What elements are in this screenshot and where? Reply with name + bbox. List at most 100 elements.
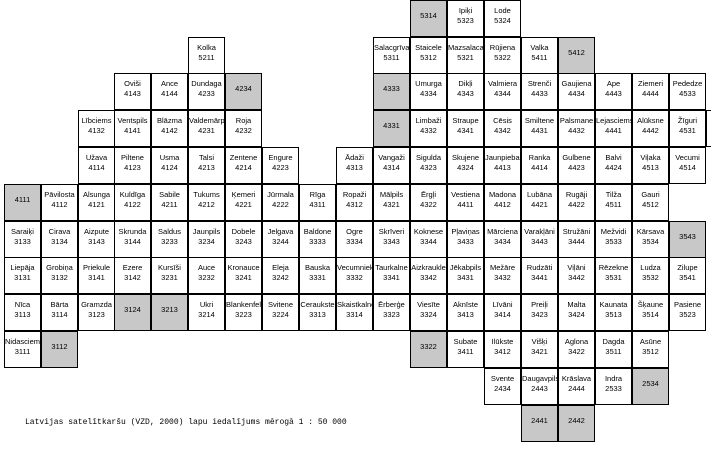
map-sheet-5412: 5412 <box>558 37 595 74</box>
sheet-name: Rugāji <box>565 190 588 199</box>
sheet-code: 4142 <box>161 126 178 135</box>
sheet-code: 3234 <box>198 237 215 246</box>
sheet-code: 3514 <box>642 310 659 319</box>
sheet-code: 3332 <box>346 273 363 282</box>
sheet-code: 4121 <box>88 200 105 209</box>
sheet-code: 4313 <box>346 163 363 172</box>
sheet-code: 3231 <box>161 273 178 282</box>
sheet-name: Ance <box>160 79 179 88</box>
sheet-name: Mežvidi <box>600 227 627 236</box>
sheet-code: 3131 <box>14 273 31 282</box>
sheet-name: Ērberģe <box>378 300 405 309</box>
sheet-name: Ipiķi <box>458 6 473 15</box>
sheet-code: 3341 <box>383 273 400 282</box>
sheet-code: 3534 <box>642 237 659 246</box>
sheet-code: 4123 <box>124 163 141 172</box>
sheet-name: Taurkalne <box>375 263 408 272</box>
map-sheet-2442: 2442 <box>558 405 595 442</box>
sheet-code: 4412 <box>494 200 511 209</box>
map-sheet-2534: 2534 <box>632 368 669 405</box>
sheet-code: 3443 <box>531 237 548 246</box>
sheet-name: Auce <box>197 263 216 272</box>
sheet-code: 5311 <box>383 53 400 62</box>
sheet-name: Kursīši <box>158 263 181 272</box>
sheet-code: 5411 <box>531 53 548 62</box>
sheet-code: 3114 <box>51 310 68 319</box>
sheet-code: 4533 <box>679 89 696 98</box>
sheet-code: 3314 <box>346 310 363 319</box>
sheet-name: Ropaži <box>342 190 367 199</box>
sheet-name: Aknīste <box>452 300 478 309</box>
sheet-code: 4213 <box>198 163 215 172</box>
sheet-name: Umurga <box>415 79 442 88</box>
sheet-name: Vecumnieki <box>337 263 373 272</box>
sheet-code: 3333 <box>309 237 326 246</box>
sheet-code: 3141 <box>88 273 105 282</box>
sheet-code: 3442 <box>568 273 585 282</box>
sheet-code: 3343 <box>383 237 400 246</box>
sheet-name: Cirava <box>48 227 71 236</box>
sheet-code: 3113 <box>14 310 31 319</box>
sheet-name: Ziemeri <box>637 79 663 88</box>
sheet-name: Kolka <box>197 43 216 52</box>
sheet-name: Mālpils <box>379 190 404 199</box>
sheet-code: 4234 <box>235 84 252 93</box>
sheet-code: 4414 <box>531 163 548 172</box>
sheet-name: Mārciena <box>487 227 518 236</box>
sheet-code: 3532 <box>642 273 659 282</box>
sheet-name: Talsi <box>198 153 214 162</box>
sheet-name: Piltene <box>121 153 144 162</box>
sheet-code: 4311 <box>309 200 326 209</box>
sheet-code: 4124 <box>161 163 178 172</box>
sheet-code: 4132 <box>88 126 105 135</box>
sheet-code: 4114 <box>88 163 105 172</box>
map-sheet-3322: 3322 <box>410 331 447 368</box>
sheet-name: Rēzekne <box>598 263 629 272</box>
sheet-code: 3541 <box>679 273 696 282</box>
sheet-name: Rūjiena <box>489 43 516 52</box>
sheet-name: Pededze <box>672 79 703 88</box>
sheet-code: 3432 <box>494 273 511 282</box>
sheet-code: 4222 <box>272 200 289 209</box>
sheet-code: 4421 <box>531 200 548 209</box>
sheet-name: Bārta <box>50 300 69 309</box>
sheet-code: 4342 <box>494 126 511 135</box>
sheet-name: Aizkraukle <box>411 263 446 272</box>
sheet-name: Sabile <box>159 190 180 199</box>
sheet-code: 4344 <box>494 89 511 98</box>
